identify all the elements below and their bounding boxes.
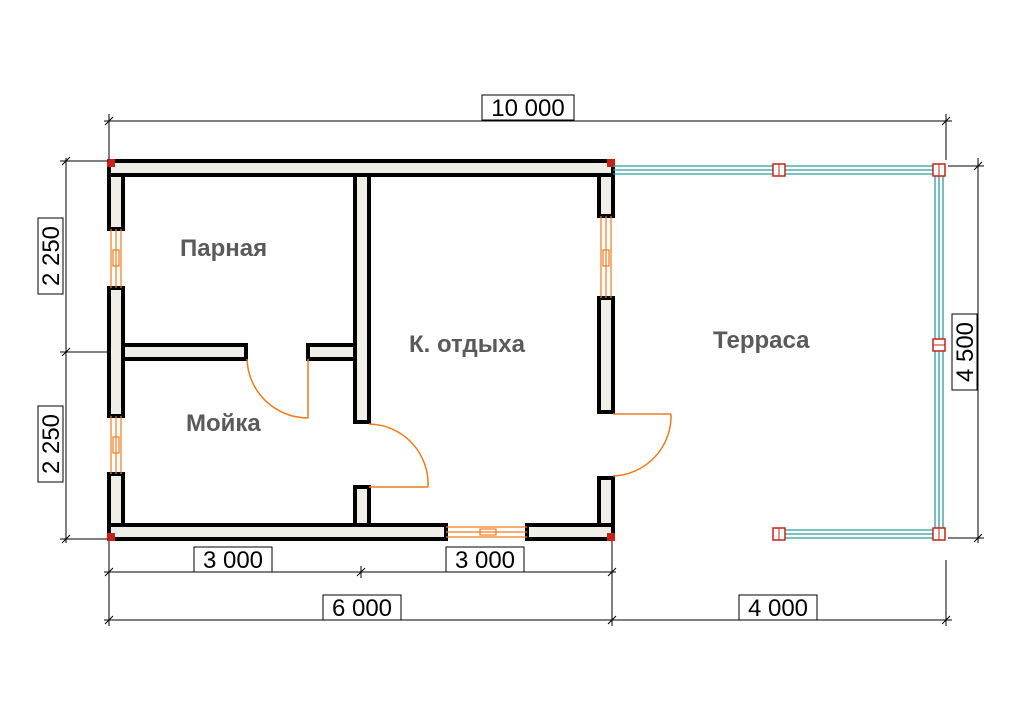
wall-horizontal-left xyxy=(121,343,248,361)
wall-bottom-left xyxy=(107,523,448,541)
dimension-text: 4 500 xyxy=(952,322,979,382)
terrace-post xyxy=(932,527,946,541)
corner-mark-top-right xyxy=(607,159,615,167)
window-right xyxy=(600,216,612,298)
windows xyxy=(110,216,612,538)
dimension-label-overall-width: 10 000 xyxy=(481,94,575,122)
room-label-terrace: Терраса xyxy=(713,327,810,354)
window-left-lower xyxy=(110,416,122,474)
wall-left-upper xyxy=(107,173,125,231)
terrace-post xyxy=(932,163,946,177)
door-steam-room xyxy=(246,358,309,419)
corner-mark-top-left xyxy=(107,159,115,167)
wall-top xyxy=(107,159,615,177)
dimension-text: 3 000 xyxy=(455,547,515,574)
wall-partition-upper xyxy=(353,173,371,424)
dimension-label-left-top: 2 250 xyxy=(37,217,65,295)
dimension-label-terrace-width: 4 000 xyxy=(738,594,818,622)
wall-bottom-right xyxy=(525,523,615,541)
terrace-railing xyxy=(613,163,946,541)
wall-right-lower xyxy=(597,476,615,527)
dimension-label-bottom-left: 3 000 xyxy=(193,546,273,574)
dimension-label-terrace-height: 4 500 xyxy=(951,313,979,391)
dimension-text: 3 000 xyxy=(203,547,263,574)
dimension-text: 2 250 xyxy=(38,414,65,474)
window-left-upper xyxy=(110,229,122,288)
dimension-text: 10 000 xyxy=(491,95,564,122)
dimension-label-house-width: 6 000 xyxy=(322,594,402,622)
wall-right-upper xyxy=(597,173,615,218)
room-label-wash-room: Мойка xyxy=(186,410,261,437)
dimension-lines xyxy=(60,114,984,626)
dimension-label-left-bottom: 2 250 xyxy=(37,405,65,483)
dimension-label-bottom-middle: 3 000 xyxy=(445,546,525,574)
door-rest-room xyxy=(368,423,429,488)
wall-right-middle xyxy=(597,296,615,414)
wall-horizontal-right xyxy=(306,343,357,361)
window-bottom xyxy=(446,526,527,538)
room-label-steam-room: Парная xyxy=(180,235,267,262)
terrace-post xyxy=(932,338,946,352)
wall-partition-lower xyxy=(353,485,371,527)
doors xyxy=(246,358,672,488)
corner-mark-bottom-right xyxy=(607,533,615,541)
room-label-rest-room: К. отдыха xyxy=(409,331,526,358)
dimension-text: 4 000 xyxy=(748,595,808,622)
walls xyxy=(107,159,615,541)
wall-left-middle xyxy=(107,286,125,418)
terrace-post xyxy=(772,527,786,541)
wall-left-lower xyxy=(107,472,125,527)
terrace-post xyxy=(772,163,786,177)
corner-mark-bottom-left xyxy=(107,533,115,541)
door-terrace xyxy=(612,413,672,477)
dimension-text: 2 250 xyxy=(38,226,65,286)
dimension-text: 6 000 xyxy=(332,595,392,622)
